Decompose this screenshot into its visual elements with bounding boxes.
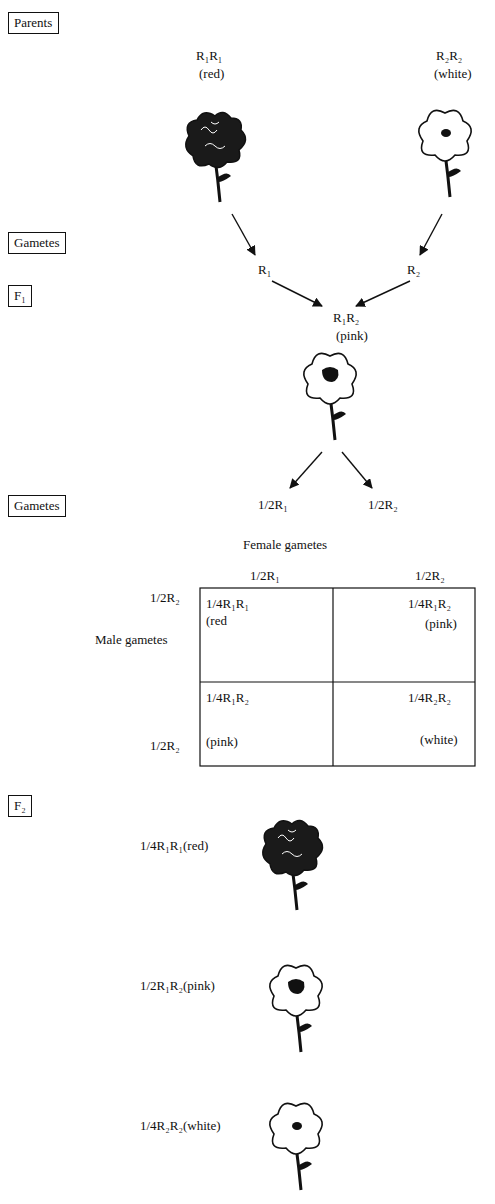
genotype-label: R₁R₁	[196, 48, 222, 64]
genotype-label: (white)	[420, 732, 458, 748]
genotype-label: 1/4R₂R₂(white)	[140, 1118, 221, 1134]
white-flower	[419, 110, 471, 197]
stage-text: Gametes	[14, 235, 59, 250]
genotype-label: 1/2R₁	[258, 497, 288, 513]
stage-label: Parents	[8, 12, 59, 34]
genotype-label: 1/2R₁R₂(pink)	[140, 978, 215, 994]
genotype-label: (pink)	[206, 734, 238, 750]
genotype-label: 1/2R₂	[150, 590, 180, 606]
white-flower	[270, 1103, 322, 1190]
genotype-label: Female gametes	[243, 537, 327, 553]
genotype-label: 1/2R₁	[250, 568, 280, 584]
stage-text: F₁	[14, 288, 26, 303]
genotype-label: (pink)	[336, 328, 368, 344]
red-flower	[186, 112, 246, 202]
red-flower	[263, 820, 323, 910]
punnett-grid	[200, 588, 475, 766]
genotype-label: R₁	[258, 262, 271, 278]
stage-text: Parents	[14, 15, 52, 30]
stage-label: F₂	[8, 795, 32, 817]
pink-flower	[270, 965, 322, 1052]
stage-label: F₁	[8, 285, 32, 307]
genotype-label: (red)	[199, 66, 224, 82]
genotype-label: (red	[206, 613, 227, 629]
pink-flower	[304, 353, 356, 440]
genotype-label: 1/4R₂R₂	[408, 690, 451, 706]
genotype-label: 1/2R₂	[150, 738, 180, 754]
genotype-label: 1/4R₁R₁	[206, 596, 249, 612]
genotype-label: 1/2R₂	[368, 497, 398, 513]
genotype-label: (white)	[434, 66, 472, 82]
genotype-label: R₂R₂	[436, 48, 462, 64]
stage-text: F₂	[14, 798, 26, 813]
genotype-label: Male gametes	[95, 632, 168, 648]
genotype-label: R₁R₂	[333, 310, 359, 326]
genotype-label: 1/2R₂	[415, 568, 445, 584]
stage-label: Gametes	[8, 232, 66, 254]
genotype-label: 1/4R₁R₁(red)	[140, 838, 208, 854]
genotype-label: R₂	[407, 262, 420, 278]
genotype-label: 1/4R₁R₂	[206, 690, 249, 706]
genotype-label: (pink)	[425, 616, 457, 632]
stage-label: Gametes	[8, 495, 66, 517]
genotype-label: 1/4R₁R₂	[408, 596, 451, 612]
arrows	[232, 214, 442, 488]
stage-text: Gametes	[14, 498, 59, 513]
